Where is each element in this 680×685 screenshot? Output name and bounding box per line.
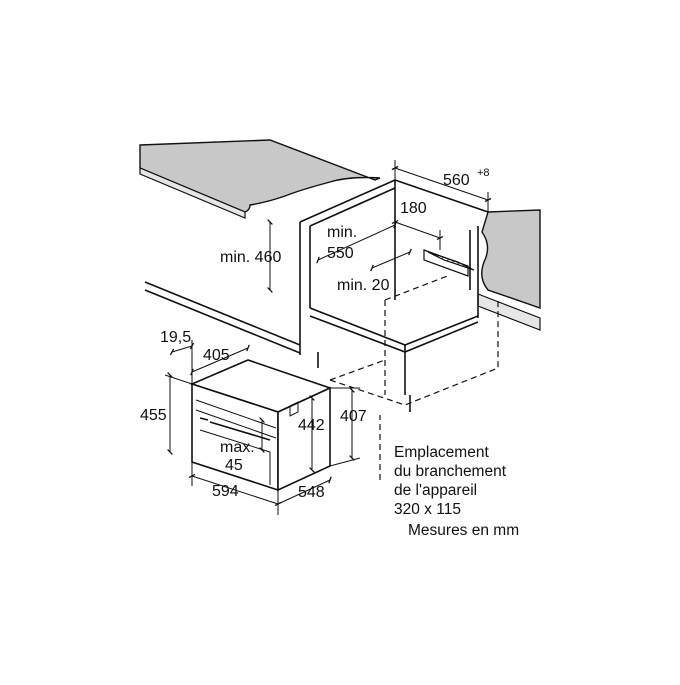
label-min-depth-2: 550 — [327, 245, 354, 262]
label-niche-width-tolerance: +8 — [477, 167, 490, 179]
cabinet-niche — [144, 179, 479, 412]
note-line-3: de l'appareil — [394, 482, 477, 499]
label-min-height: min. 460 — [220, 249, 281, 266]
note-line-2: du branchement — [394, 463, 507, 480]
appliance-ghost-outline — [329, 274, 499, 480]
label-total-height: 455 — [140, 407, 167, 424]
dimension-lines — [164, 160, 492, 515]
label-front-height: 442 — [298, 417, 325, 434]
label-handle-2: 45 — [225, 457, 243, 474]
label-min-depth-1: min. — [327, 224, 357, 241]
countertop-left — [139, 139, 381, 219]
label-depth: 548 — [298, 484, 325, 501]
label-top-depth: 405 — [203, 347, 230, 364]
note-line-1: Emplacement — [394, 444, 489, 461]
label-front-offset: 19,5 — [160, 329, 191, 346]
label-min-gap: min. 20 — [337, 277, 390, 294]
notes: Emplacement du branchement de l'appareil… — [390, 442, 530, 540]
note-line-4: 320 x 115 — [394, 501, 461, 518]
socket-location — [423, 249, 475, 277]
dimension-labels: 560 +8 180 min. 460 min. 550 min. 20 19,… — [140, 167, 490, 501]
label-handle-1: max. — [220, 439, 255, 456]
note-units: Mesures en mm — [408, 522, 519, 539]
label-gap-back: 180 — [400, 200, 427, 217]
label-body-height: 407 — [340, 408, 367, 425]
label-width: 594 — [212, 483, 239, 500]
label-niche-width: 560 — [443, 172, 470, 189]
